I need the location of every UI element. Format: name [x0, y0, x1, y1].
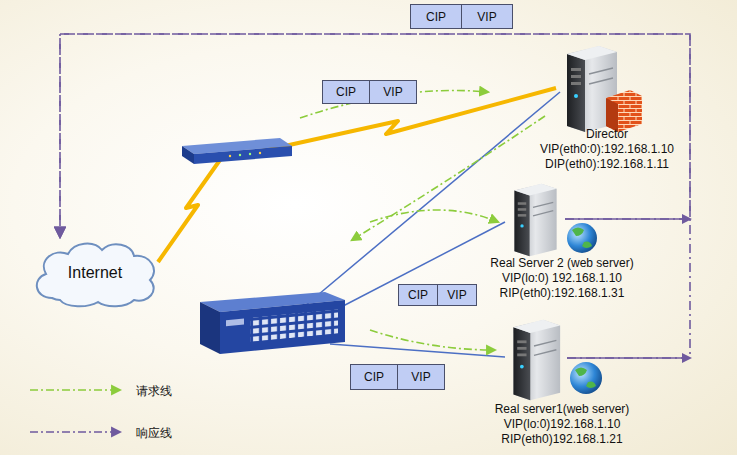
packet-label: CIP: [408, 288, 428, 302]
router: [182, 138, 292, 164]
network-link: [330, 344, 505, 357]
packet-field: CIP: [350, 364, 398, 390]
legend-text: 请求线: [136, 383, 172, 400]
packet-field: CIP: [398, 284, 438, 306]
internet-cloud: Internet: [30, 238, 160, 308]
server-node: Real server1(web server)VIP(lo:0)192.168…: [505, 318, 567, 398]
request-flow: [370, 210, 498, 222]
server-label: VIP(lo:0)192.168.1.10: [495, 417, 630, 432]
server-caption: DirectorVIP(eth0:0):192.168.1.10DIP(eth0…: [540, 127, 674, 172]
server-icon: [567, 46, 617, 132]
server-icon: [513, 320, 560, 400]
packet-label: VIP: [447, 288, 466, 302]
packet-field: CIP: [322, 80, 370, 104]
server-caption: Real Server 2 (web server)VIP(lo:0) 192.…: [490, 256, 633, 301]
globe-icon: [567, 223, 597, 253]
legend-text: 响应线: [136, 425, 172, 442]
wireless-link: [158, 160, 220, 262]
server-icon: [514, 184, 556, 257]
legend-line: [30, 431, 120, 433]
network-link: [320, 222, 505, 318]
packet-field: CIP: [410, 4, 462, 29]
firewall: [606, 90, 642, 132]
packet-label: VIP: [411, 370, 430, 384]
server-label: Real server1(web server): [495, 402, 630, 417]
server-label: Real Server 2 (web server): [490, 256, 633, 271]
legend-line: [30, 389, 120, 391]
server-node: DirectorVIP(eth0:0):192.168.1.10DIP(eth0…: [560, 45, 620, 125]
packet-field: VIP: [397, 364, 445, 390]
packet-field: VIP: [437, 284, 477, 306]
globe-icon: [570, 362, 602, 394]
server-label: Director: [540, 127, 674, 142]
packet-field: VIP: [369, 80, 417, 104]
switch: [200, 292, 345, 354]
response-segment: [567, 357, 684, 359]
packet-label: CIP: [364, 370, 384, 384]
packet-label: VIP: [383, 85, 402, 99]
packet-label: CIP: [426, 10, 446, 24]
server-label: DIP(eth0):192.168.1.11: [540, 157, 674, 172]
packet-field: VIP: [461, 4, 513, 29]
packet-label: VIP: [477, 10, 496, 24]
response-line: [60, 34, 690, 358]
packet-label: CIP: [336, 85, 356, 99]
server-node: Real Server 2 (web server)VIP(lo:0) 192.…: [505, 183, 565, 255]
response-line: [60, 34, 690, 238]
server-label: RIP(eth0):192.168.1.31: [490, 286, 633, 301]
cloud-label: Internet: [68, 264, 122, 282]
request-flow: [370, 330, 495, 350]
response-segment: [565, 218, 684, 220]
server-label: VIP(lo:0) 192.168.1.10: [490, 271, 633, 286]
server-caption: Real server1(web server)VIP(lo:0)192.168…: [495, 402, 630, 447]
server-label: RIP(eth0)192.168.1.21: [495, 432, 630, 447]
server-label: VIP(eth0:0):192.168.1.10: [540, 142, 674, 157]
